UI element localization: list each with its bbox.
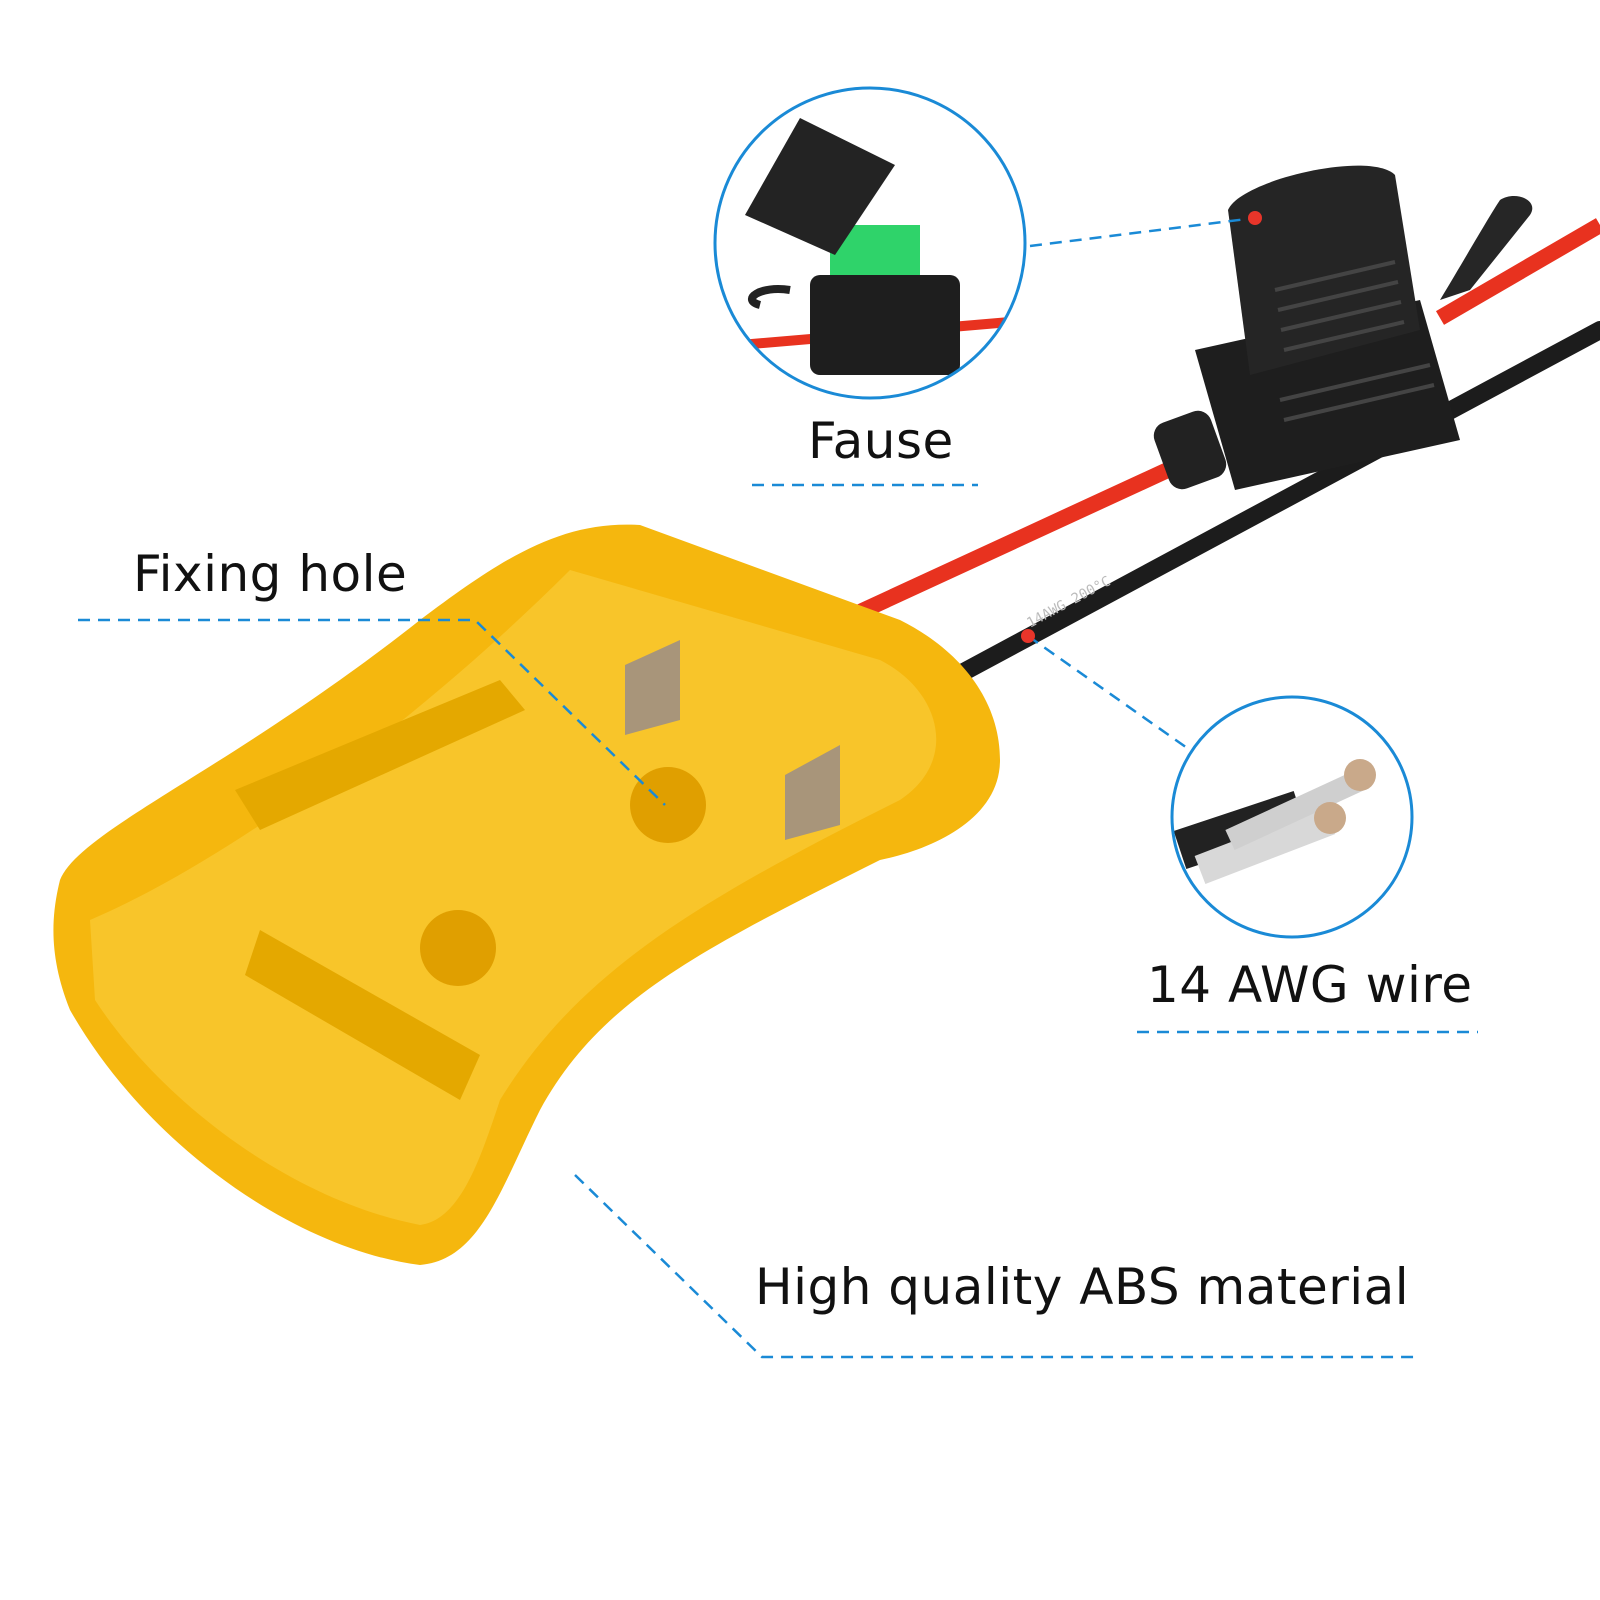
wire-leader-line (1027, 634, 1191, 752)
fuse-label: Fause (808, 412, 954, 470)
material-label: High quality ABS material (755, 1258, 1410, 1316)
fuse-leader-line (1029, 216, 1256, 248)
fuse-inset (713, 86, 1027, 400)
wire-label: 14 AWG wire (1147, 956, 1473, 1014)
fuse-holder (1153, 165, 1533, 490)
red-wire (852, 218, 1600, 620)
fixing-hole-label: Fixing hole (133, 545, 408, 603)
wire-marker-dot (1021, 629, 1035, 643)
callout-lines (78, 216, 1478, 1359)
material-leader-line (574, 1174, 1415, 1359)
fuse-marker-dot (1248, 211, 1262, 225)
adapter-body (53, 524, 1000, 1265)
wire-inset (1170, 695, 1414, 939)
